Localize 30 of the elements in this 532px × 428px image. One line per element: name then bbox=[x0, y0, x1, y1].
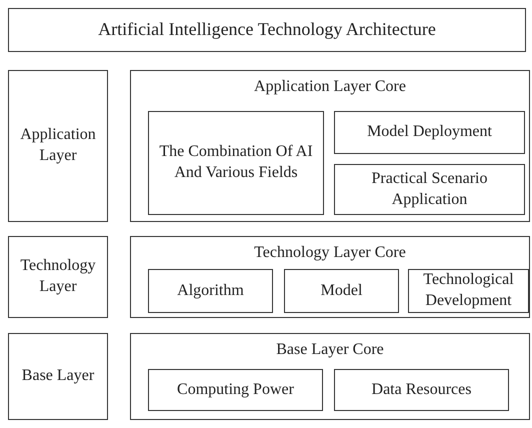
component-box bbox=[408, 269, 529, 313]
box-label: Model bbox=[320, 280, 362, 301]
panel-heading: Base Layer Core bbox=[276, 340, 384, 360]
component-box bbox=[148, 111, 324, 215]
component-box bbox=[334, 111, 525, 154]
box-label: Computing Power bbox=[177, 380, 294, 400]
layer-box bbox=[8, 333, 108, 420]
panel-heading: Technology Layer Core bbox=[254, 243, 406, 263]
title-box bbox=[8, 8, 526, 52]
box-label: Technology Layer bbox=[19, 256, 97, 297]
box-label: Artificial Intelligence Technology Architecture bbox=[98, 18, 436, 42]
component-box bbox=[334, 369, 509, 411]
box-label: The Combination Of AI And Various Fields bbox=[158, 142, 314, 183]
box-label: Practical Scenario Application bbox=[370, 168, 488, 210]
component-box bbox=[334, 164, 525, 215]
layer-box bbox=[8, 70, 108, 222]
component-box bbox=[284, 269, 399, 313]
layer-core-panel bbox=[130, 333, 530, 420]
box-label: Data Resources bbox=[372, 380, 472, 400]
layer-core-panel bbox=[130, 236, 530, 318]
panel-heading: Application Layer Core bbox=[254, 77, 406, 97]
box-label: Application Layer bbox=[19, 125, 97, 166]
box-label: Model Deployment bbox=[367, 122, 492, 142]
component-box bbox=[148, 369, 323, 411]
component-box bbox=[148, 269, 273, 313]
layer-core-panel bbox=[130, 70, 530, 222]
box-label: Technological Development bbox=[422, 270, 515, 311]
box-label: Algorithm bbox=[177, 280, 244, 301]
layer-box bbox=[8, 236, 108, 318]
box-label: Base Layer bbox=[22, 366, 94, 386]
